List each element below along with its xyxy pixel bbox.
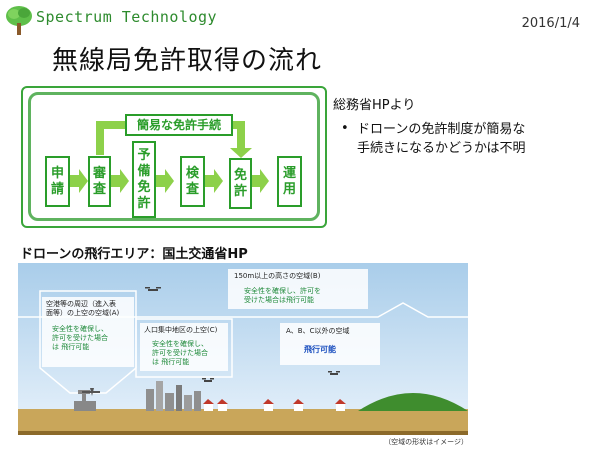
step-char: 検 [185, 165, 199, 181]
step-char: 免 [137, 179, 151, 195]
step-char: 備 [137, 163, 151, 179]
zone-a-title-1: 空港等の周辺（進入表 [46, 300, 116, 308]
source-label: 総務省HPより [333, 98, 416, 113]
zone-a-title-2: 面等）の上空の空域(A) [46, 309, 120, 317]
step-char: 査 [92, 181, 106, 197]
note-text-line2: 手続きになるかどうかは不明 [357, 141, 526, 156]
zone-c-condition-2: 許可を受けた場合 [152, 349, 208, 357]
step-char: 請 [50, 181, 64, 197]
step-char: 免 [233, 167, 247, 183]
zone-a-condition-3: は 飛行可能 [52, 343, 90, 351]
step-inspection: 検 査 [180, 156, 205, 207]
city-buildings [146, 381, 201, 411]
drone-icon [145, 287, 161, 291]
step-char: 申 [50, 165, 64, 181]
step-application: 申 請 [45, 156, 70, 207]
bullet-marker: • [341, 121, 349, 136]
ground-base [18, 431, 468, 435]
drone-icon [328, 371, 340, 375]
step-char: 許 [137, 195, 151, 211]
step-char: 審 [92, 165, 106, 181]
zone-c-label-bg [140, 323, 228, 371]
simplified-procedure-box: 簡易な免許手続 [125, 114, 233, 136]
slide-date: 2016/1/4 [521, 16, 580, 31]
zone-b-title: 150m以上の高さの空域(B) [234, 272, 321, 280]
airspace-section-title: ドローンの飛行エリア：国土交通省HP [20, 247, 248, 262]
step-char: 運 [282, 165, 296, 181]
tree-logo-icon [6, 6, 32, 35]
airport-zone-shape [39, 290, 137, 394]
dense-area-zone-shape [135, 318, 233, 378]
zone-other-label-bg [280, 323, 380, 365]
ground-strip [18, 409, 468, 433]
step-char: 予 [137, 147, 151, 163]
zone-other-status: 飛行可能 [304, 345, 336, 354]
illustration-caption: （空域の形状はイメージ） [384, 438, 468, 446]
drone-icons [145, 287, 340, 382]
zone-a-condition-1: 安全性を確保し、 [52, 325, 108, 333]
zone-c-title: 人口集中地区の上空(C) [144, 326, 218, 334]
zone-b-condition-1: 安全性を確保し、許可を [244, 287, 321, 295]
airplane-icon [82, 388, 100, 396]
slide-title: 無線局免許取得の流れ [52, 46, 323, 76]
zone-a-label-bg [42, 297, 134, 367]
airspace-illustration: 150m以上の高さの空域(B) 安全性を確保し、許可を 受けた場合は飛行可能 空… [18, 263, 468, 445]
flow-diagram-frame [21, 86, 327, 228]
zone-b-label-bg [228, 269, 368, 309]
step-examination: 審 査 [88, 156, 111, 207]
zone-b-condition-2: 受けた場合は飛行可能 [244, 296, 314, 304]
zone-other-title: A、B、C以外の空域 [286, 327, 350, 335]
step-char: 査 [185, 181, 199, 197]
drone-icon [202, 378, 214, 382]
flow-diagram-panel [28, 92, 320, 221]
step-license: 免 許 [229, 158, 252, 209]
step-char: 用 [282, 181, 296, 197]
step-preliminary-license: 予 備 免 許 [132, 141, 156, 218]
altitude-150m-line [18, 302, 468, 318]
zone-c-condition-1: 安全性を確保し、 [152, 340, 208, 348]
company-logo-text: Spectrum Technology [36, 8, 218, 26]
note-text-line1: ドローンの免許制度が簡易な [357, 122, 526, 137]
zone-c-condition-3: は 飛行可能 [152, 358, 190, 366]
airspace-drawing [18, 263, 468, 435]
zone-a-condition-2: 許可を受けた場合 [52, 334, 108, 342]
green-hill [358, 393, 468, 411]
step-char: 許 [233, 183, 247, 199]
step-operation: 運 用 [277, 156, 302, 207]
houses [203, 399, 346, 411]
